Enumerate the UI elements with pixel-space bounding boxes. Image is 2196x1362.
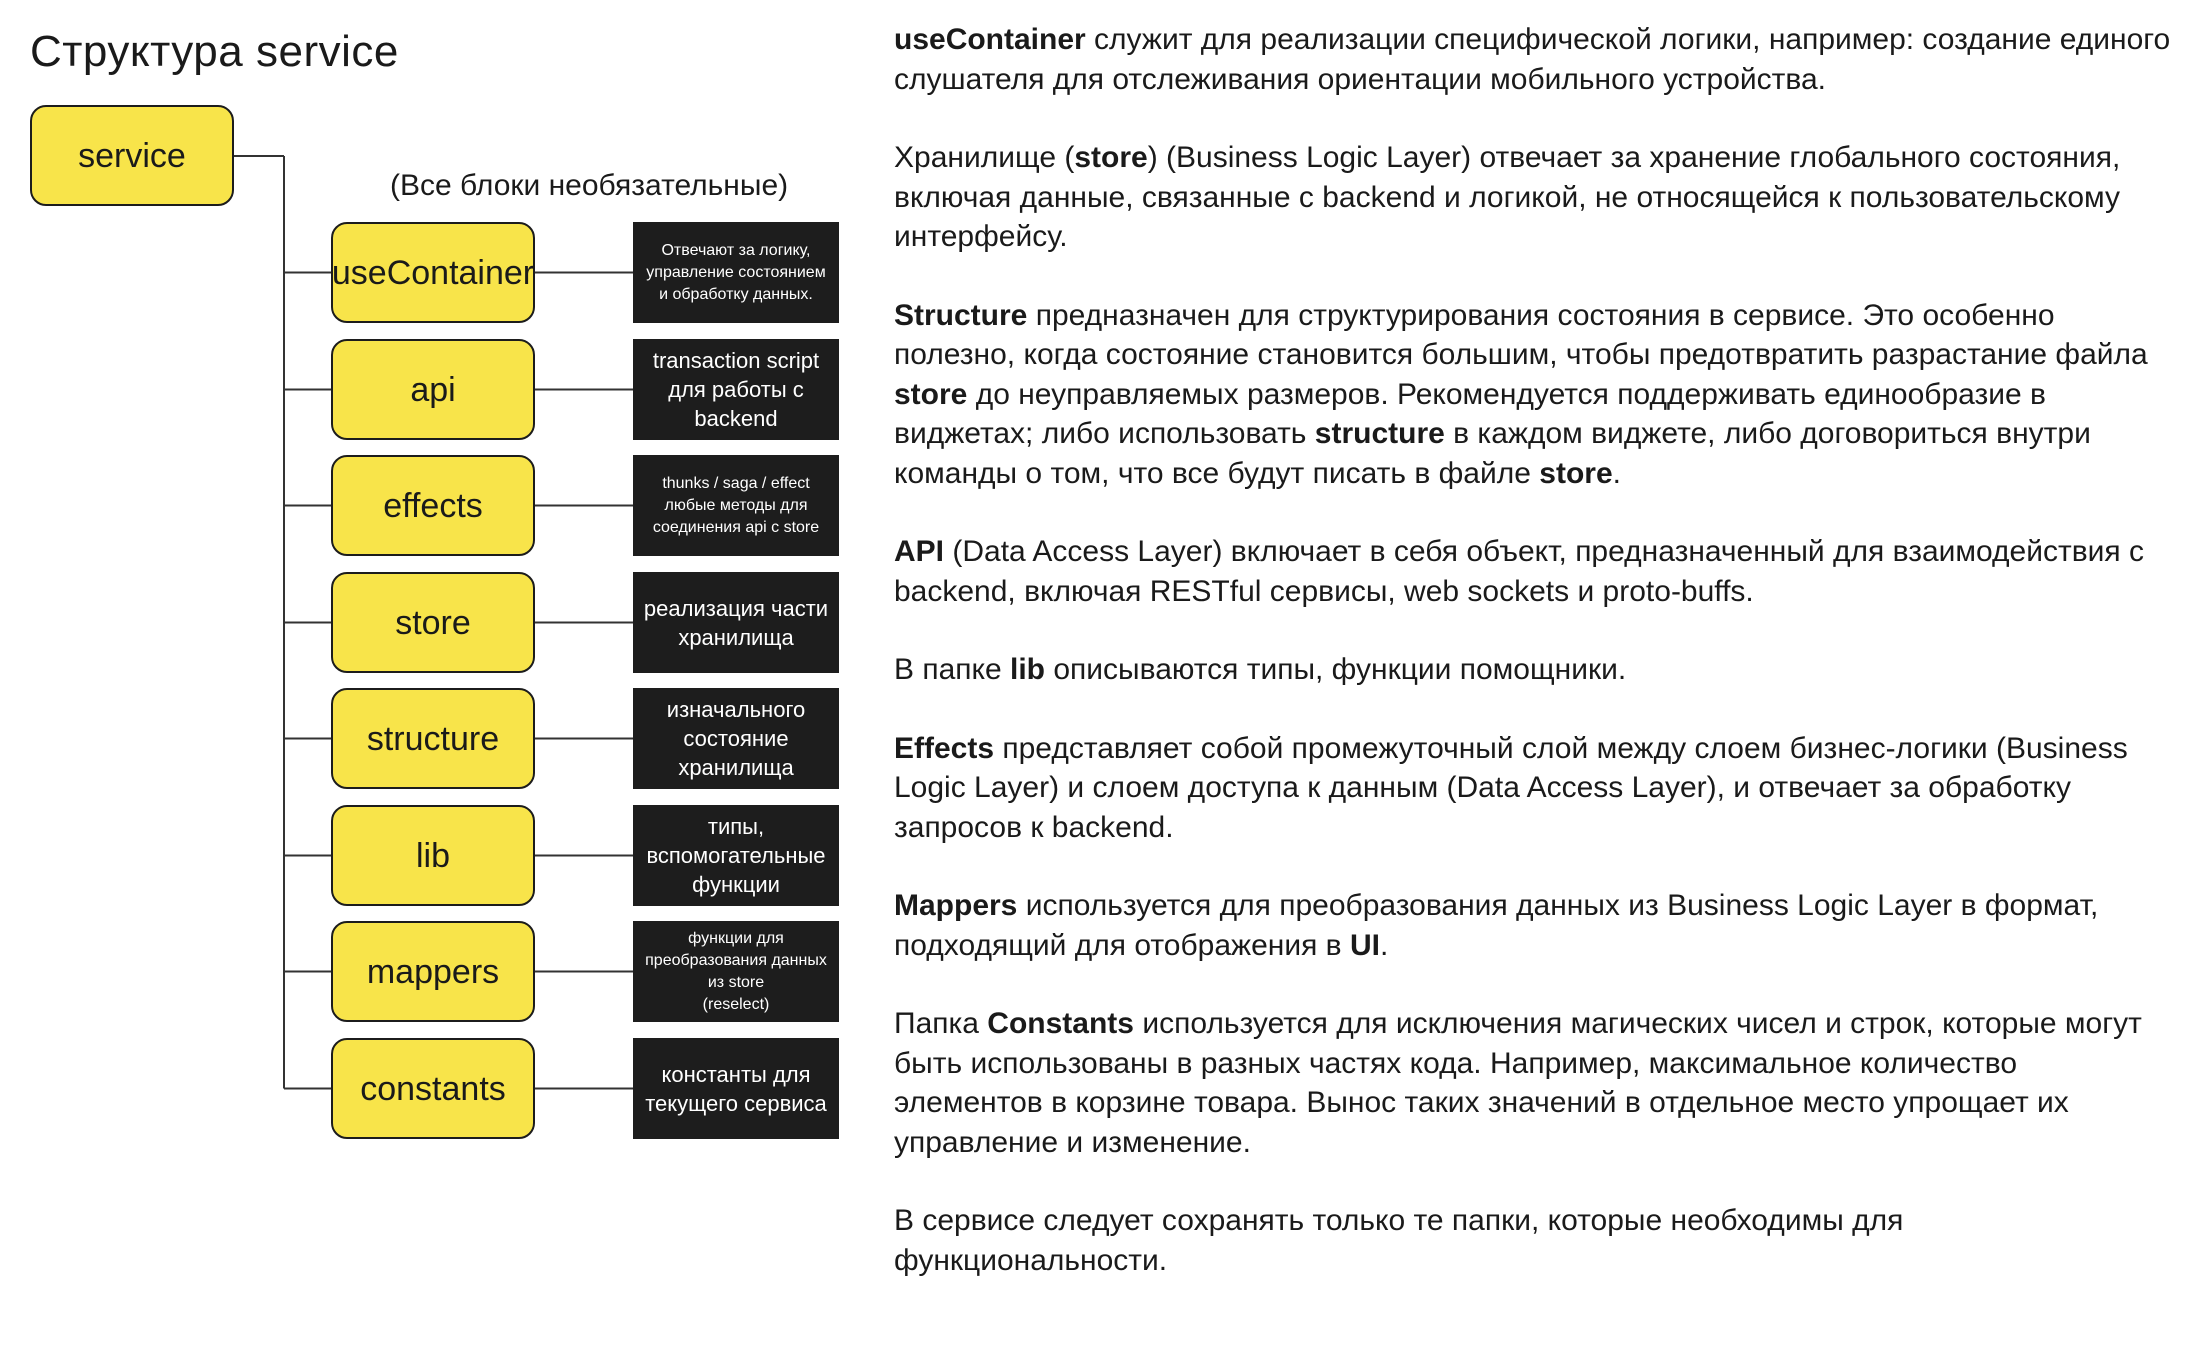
paragraph-text: . [1612,456,1621,490]
folder-description-text: функции для преобразования данных из sto… [645,929,827,1013]
optional-blocks-note: (Все блоки необязательные) [390,169,789,202]
paragraph-text: В сервисе следует сохранять только те па… [894,1204,1904,1277]
paragraph-text: Хранилище ( [894,141,1075,174]
folder-node-constants[interactable]: constants [331,1038,535,1139]
folder-node-mappers[interactable]: mappers [331,921,535,1022]
folder-node-effects[interactable]: effects [331,455,535,556]
description-paragraph: В папке lib описываются типы, функции по… [894,650,2174,690]
description-paragraph: Effects представляет собой промежуточный… [894,729,2174,848]
service-node-label: service [78,136,186,175]
paragraph-text: предназначен для структурирования состоя… [894,298,2148,372]
folder-node-label: lib [415,836,451,875]
paragraph-text: ) (Business Logic Layer) отвечает за хра… [894,141,2121,253]
description-paragraph: В сервисе следует сохранять только те па… [894,1201,2174,1280]
paragraph-text: (Data Access Layer) включает в себя объе… [894,535,2145,608]
bold-term: Effects [894,731,995,765]
description-paragraph: API (Data Access Layer) включает в себя … [894,532,2174,611]
folder-description-api: transaction script для работы с backend [633,339,839,440]
bold-term: store [894,377,968,411]
bold-term: Constants [987,1007,1134,1040]
folder-node-label: store [395,603,471,642]
bold-term: UI [1349,928,1380,962]
folder-node-label: mappers [366,952,500,991]
folder-description-constants: константы для текущего сервиса [633,1038,839,1139]
paragraph-text: . [1379,928,1389,962]
folder-description-structure: изначального состояние хранилища [633,688,839,789]
folder-node-label: structure [366,719,500,758]
folder-description-text: transaction script для работы с backend [652,348,820,431]
folder-node-label: api [410,370,456,409]
description-panel: useContainer служит для реализации специ… [894,20,2174,1319]
description-paragraph: useContainer служит для реализации специ… [894,20,2174,99]
folder-description-usecontainer: Отвечают за логику, управление состояние… [633,222,839,323]
folder-description-text: константы для текущего сервиса [645,1061,827,1116]
folder-description-text: Отвечают за логику, управление состояние… [646,241,826,303]
bold-term: store [1539,456,1613,490]
description-paragraph: Папка Constants используется для исключе… [894,1004,2174,1162]
folder-node-api[interactable]: api [331,339,535,440]
paragraph-text: до неуправляемых размеров. Рекомендуется… [894,377,2046,451]
folder-node-structure[interactable]: structure [331,688,535,789]
description-paragraph: Хранилище (store) (Business Logic Layer)… [894,138,2174,257]
folder-description-text: thunks / saga / effect любые методы для … [652,474,820,536]
paragraph-text: Папка [894,1007,988,1040]
folder-description-mappers: функции для преобразования данных из sto… [633,921,839,1022]
service-node[interactable]: service [30,105,234,206]
bold-term: store [1074,141,1148,174]
bold-term: Structure [894,298,1028,332]
folder-description-text: типы, вспомогательные функции [646,814,826,897]
page-title: Структура service [30,27,399,76]
description-paragraph: Structure предназначен для структурирова… [894,296,2174,494]
paragraph-text: в каждом виджете, либо договориться внут… [894,417,2091,490]
paragraph-text: В папке [894,653,1011,686]
folder-node-usecontainer[interactable]: useContainer [331,222,535,323]
paragraph-text: представляет собой промежуточный слой ме… [894,731,2128,844]
description-paragraph: Mappers используется для преобразования … [894,886,2174,965]
paragraph-text: используется для преобразования данных и… [894,889,2099,962]
folder-description-text: изначального состояние хранилища [666,697,806,780]
paragraph-text: используется для исключения магических ч… [894,1007,2142,1159]
bold-term: structure [1314,417,1445,450]
folder-node-store[interactable]: store [331,572,535,673]
bold-term: useContainer [894,23,1086,56]
bold-term: API [894,535,945,568]
folder-node-label: effects [383,486,483,525]
folder-node-lib[interactable]: lib [331,805,535,906]
folder-description-lib: типы, вспомогательные функции [633,805,839,906]
folder-description-effects: thunks / saga / effect любые методы для … [633,455,839,556]
paragraph-text: описываются типы, функции помощники. [1045,653,1627,686]
paragraph-text: служит для реализации специфической логи… [894,23,2171,96]
folder-node-label: constants [360,1069,506,1108]
folder-node-label: useContainer [331,253,535,292]
folder-description-text: реализация части хранилища [643,595,829,650]
folder-description-store: реализация части хранилища [633,572,839,673]
bold-term: Mappers [894,889,1018,922]
bold-term: lib [1010,653,1046,686]
